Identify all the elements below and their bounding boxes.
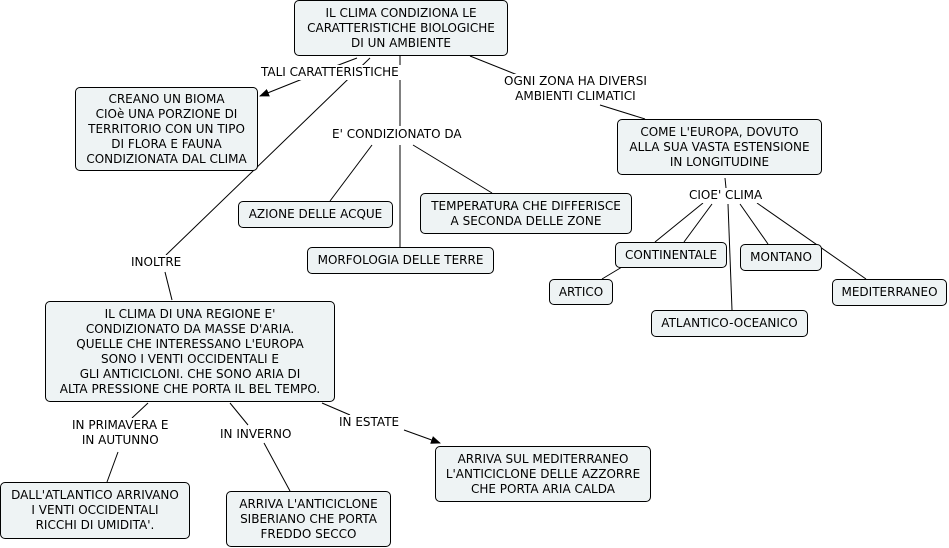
- link-inoltre-masse: [164, 271, 173, 301]
- concept-azzorre[interactable]: ARRIVA SUL MEDITERRANEO L'ANTICICLONE DE…: [435, 446, 651, 502]
- link-cioe-montano: [739, 203, 769, 245]
- link-ogni-zona-europa: [599, 104, 646, 120]
- link-label-condizionato-da: E' CONDIZIONATO DA: [330, 127, 464, 142]
- link-estate-azzorre: [403, 429, 441, 444]
- concept-artico[interactable]: ARTICO: [549, 279, 613, 305]
- link-label-ogni-zona: OGNI ZONA HA DIVERSI AMBIENTI CLIMATICI: [502, 74, 649, 104]
- concept-atlantico-oceanico[interactable]: ATLANTICO-OCEANICO: [651, 310, 808, 337]
- link-label-inverno: IN INVERNO: [218, 427, 294, 442]
- link-cioe-atlantico: [727, 203, 733, 311]
- link-root-inoltre: [165, 57, 371, 256]
- link-label-estate: IN ESTATE: [337, 415, 402, 430]
- link-condizionato-temperatura: [412, 144, 493, 194]
- link-label-cioe-clima: CIOE' CLIMA: [687, 188, 765, 203]
- link-condizionato-acque: [329, 144, 373, 202]
- concept-siberiano[interactable]: ARRIVA L'ANTICICLONE SIBERIANO CHE PORTA…: [226, 491, 391, 547]
- link-primavera-atlantico: [106, 451, 119, 483]
- concept-bioma[interactable]: CREANO UN BIOMA CIOè UNA PORZIONE DI TER…: [75, 87, 258, 171]
- concept-temperatura[interactable]: TEMPERATURA CHE DIFFERISCE A SECONDA DEL…: [420, 193, 632, 234]
- link-cioe-continentale: [654, 202, 704, 243]
- link-inverno-siberiano: [263, 442, 291, 492]
- concept-montano[interactable]: MONTANO: [740, 244, 822, 271]
- link-cioe-mediterraneo: [756, 202, 867, 280]
- link-masse-primavera: [131, 402, 149, 419]
- link-label-inoltre: INOLTRE: [129, 255, 184, 270]
- concept-mediterraneo[interactable]: MEDITERRANEO: [832, 279, 947, 306]
- link-cioe-continentale-b: [683, 203, 713, 243]
- concept-azione-acque[interactable]: AZIONE DELLE ACQUE: [238, 201, 393, 228]
- link-masse-estate: [321, 402, 351, 416]
- concept-masse-aria[interactable]: IL CLIMA DI UNA REGIONE E' CONDIZIONATO …: [45, 301, 335, 402]
- link-label-tali-caratteristiche: TALI CARATTERISTICHE: [259, 65, 401, 80]
- concept-europa[interactable]: COME L'EUROPA, DOVUTO ALLA SUA VASTA EST…: [617, 119, 822, 175]
- concept-root[interactable]: IL CLIMA CONDIZIONA LE CARATTERISTICHE B…: [294, 0, 508, 56]
- link-europa-cioe: [724, 177, 727, 189]
- link-label-primavera-autunno: IN PRIMAVERA E IN AUTUNNO: [70, 418, 171, 448]
- link-masse-inverno: [229, 402, 249, 426]
- concept-atlantico-venti[interactable]: DALL'ATLANTICO ARRIVANO I VENTI OCCIDENT…: [0, 482, 190, 539]
- concept-continentale[interactable]: CONTINENTALE: [615, 242, 727, 268]
- concept-morfologia[interactable]: MORFOLOGIA DELLE TERRE: [307, 247, 494, 274]
- link-continentale-artico: [601, 266, 623, 280]
